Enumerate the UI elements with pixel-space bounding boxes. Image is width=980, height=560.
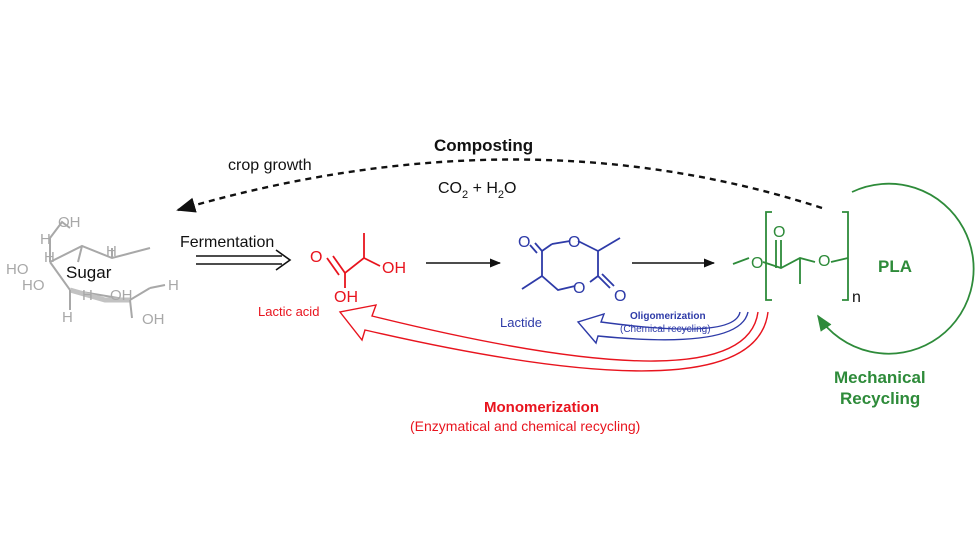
- sugar-atom: HO: [6, 261, 29, 278]
- pla-subscript: n: [852, 289, 861, 306]
- crop-growth-label: crop growth: [228, 157, 312, 174]
- sugar-atom: H: [168, 277, 179, 294]
- lactide-atom: O: [573, 280, 585, 297]
- pla-atom: O: [773, 224, 785, 241]
- sugar-atom: H: [82, 287, 93, 304]
- lactide-atom: O: [614, 288, 626, 305]
- lactic-acid-structure: [326, 233, 381, 288]
- monomerization-title: Monomerization: [484, 399, 599, 416]
- pla-atom: O: [751, 255, 763, 272]
- pla-atoms: O O O: [751, 224, 830, 272]
- sugar-atom: H: [106, 243, 117, 260]
- oligomerization-arrow: [576, 311, 749, 345]
- pla-label: PLA: [878, 257, 912, 276]
- fermentation-arrow: [196, 249, 292, 271]
- oligomerization-subtitle: (Chemical recycling): [620, 324, 711, 335]
- monomerization-subtitle: (Enzymatical and chemical recycling): [410, 418, 640, 434]
- oligomerization-title: Oligomerization: [630, 311, 706, 322]
- mechanical-recycling-arrow: [817, 182, 975, 355]
- lactide-atom: O: [568, 234, 580, 251]
- lactic-atom: OH: [382, 260, 406, 277]
- lactic-atom: OH: [334, 289, 358, 306]
- sugar-label: Sugar: [66, 263, 112, 282]
- co2-h2o-label: CO2 + H2O: [438, 180, 517, 201]
- lactide-label: Lactide: [500, 315, 542, 330]
- lactic-acid-atoms: O OH OH: [310, 249, 406, 306]
- lactic-atom: O: [310, 249, 322, 266]
- sugar-atom: H: [44, 249, 55, 266]
- sugar-atom: HO: [22, 277, 45, 294]
- sugar-atom: OH: [58, 214, 81, 231]
- lactic-acid-label: Lactic acid: [258, 304, 319, 319]
- sugar-atom: H: [40, 231, 51, 248]
- sugar-atoms: OH H HO H HO H H OH H H OH: [6, 214, 179, 328]
- monomerization-arrow: [338, 304, 769, 372]
- pla-atom: O: [818, 253, 830, 270]
- mechanical-label-line2: Recycling: [840, 389, 920, 408]
- mechanical-label-line1: Mechanical: [834, 368, 926, 387]
- composting-label: Composting: [434, 136, 533, 155]
- sugar-atom: OH: [142, 311, 165, 328]
- lactide-structure: [521, 237, 621, 291]
- lactide-atoms: O O O O: [518, 234, 626, 305]
- sugar-atom: H: [62, 309, 73, 326]
- composting-arrow: [176, 158, 823, 213]
- sugar-atom: OH: [110, 287, 133, 304]
- sugar-structure: [49, 220, 166, 319]
- fermentation-label: Fermentation: [180, 234, 274, 251]
- lactide-atom: O: [518, 234, 530, 251]
- pla-structure: [732, 211, 849, 301]
